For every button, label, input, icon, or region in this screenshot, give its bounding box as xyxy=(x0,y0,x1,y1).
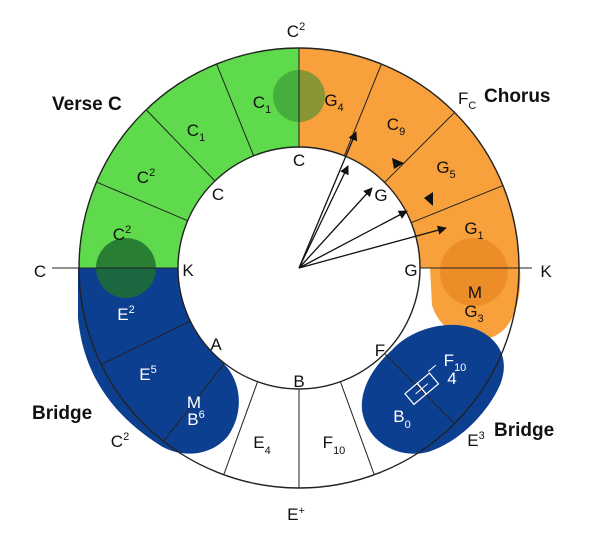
outer-label-bottom-right: E3 xyxy=(467,430,484,450)
chorus-prefix: FC xyxy=(458,89,476,112)
bridge-chord-3-mark: M xyxy=(187,393,201,412)
inner-label-top: C xyxy=(293,151,305,170)
arrow-tip-label: G xyxy=(374,186,387,205)
ring-spoke xyxy=(145,109,216,182)
arrow-icon xyxy=(298,187,373,269)
ring-spoke xyxy=(339,381,375,475)
ring-spoke xyxy=(101,320,191,365)
inner-label-left: K xyxy=(182,261,194,280)
lower-sector-3[interactable] xyxy=(299,381,375,488)
chorus-chord-3: G5 xyxy=(436,158,455,181)
inner-label-right: G xyxy=(404,261,417,280)
section-bridge-left-title: Bridge xyxy=(32,403,92,424)
verse-chord-3: C2 xyxy=(137,167,155,187)
triangle-marker-2 xyxy=(424,192,433,206)
ring-spoke xyxy=(384,112,455,183)
outer-label-bottom-left: C2 xyxy=(111,431,129,451)
section-chorus-title: Chorus xyxy=(484,86,551,107)
bridge-chord-2: E5 xyxy=(139,364,156,384)
section-bridge-right-title: Bridge xyxy=(494,420,554,441)
arrow-icon xyxy=(298,165,349,269)
verse-sector-2[interactable] xyxy=(146,64,254,181)
ring-spoke xyxy=(223,381,259,475)
verse-sector-1[interactable] xyxy=(216,48,299,156)
inner-label-lower-left: A xyxy=(210,335,222,354)
verse-chord-2: C1 xyxy=(187,121,205,144)
rhythm-pattern-icon xyxy=(404,364,440,406)
bridge-left-blob[interactable] xyxy=(78,268,239,454)
ring-spoke xyxy=(216,63,255,156)
triangle-marker-1 xyxy=(392,158,404,169)
ring-spoke xyxy=(384,353,455,424)
outer-label-top: C2 xyxy=(287,21,305,41)
lower-chord-1: E4 xyxy=(253,433,270,457)
lower-sector-2[interactable] xyxy=(223,381,299,488)
segment-labels: C1 C1 C2 C2 G4 C9 G5 G1 M G3 E2 E5 M B6 … xyxy=(113,91,484,457)
ring-outlines xyxy=(52,47,532,489)
verse-chord-4: C2 xyxy=(113,224,131,244)
inner-label-lower-right: F xyxy=(375,341,385,360)
verse-chord-1: C1 xyxy=(253,93,271,116)
outer-label-left: C xyxy=(34,262,46,281)
outer-label-bottom: E+ xyxy=(287,505,305,524)
bridge-chord-3: B6 xyxy=(187,409,204,429)
chorus-sector-1[interactable] xyxy=(299,48,382,156)
arrow-icon xyxy=(298,131,358,269)
chorus-chord-1: G4 xyxy=(324,91,343,114)
bridge-chord-1: E2 xyxy=(117,304,134,324)
inner-label-upper-left: C xyxy=(212,185,224,204)
bridge-right-chord-1: B0 xyxy=(393,407,410,431)
section-titles: Verse C FC Chorus Bridge Bridge xyxy=(32,86,554,441)
chorus-chord-4: G1 xyxy=(464,219,483,242)
chorus-sector-2[interactable] xyxy=(344,64,455,183)
right-overlap-node[interactable] xyxy=(440,238,508,306)
section-verse-title: Verse C xyxy=(52,94,122,115)
bridge-right-chord-2: F10 xyxy=(444,351,467,374)
center-arrows xyxy=(298,131,447,269)
verse-sector-3[interactable] xyxy=(96,109,215,221)
outer-label-right: K xyxy=(540,262,552,281)
arrow-icon xyxy=(298,225,447,269)
chorus-chord-2: C9 xyxy=(387,115,405,138)
inner-labels: C C K A B F G G xyxy=(182,151,417,391)
arrow-icon xyxy=(298,210,408,269)
chorus-chord-5-mark: M xyxy=(468,283,482,302)
chorus-chord-5: G3 xyxy=(464,302,483,325)
ring-spoke xyxy=(96,181,188,222)
triangle-markers xyxy=(392,158,433,206)
inner-label-bottom: B xyxy=(293,372,304,391)
ring-spoke xyxy=(411,185,504,224)
lower-chord-2: F10 xyxy=(323,433,346,457)
outer-labels: C2 C K E+ C2 E3 xyxy=(34,21,552,524)
chorus-sector-3[interactable] xyxy=(384,112,503,223)
bridge-right-chord-2-extra: 4 xyxy=(447,369,456,388)
ring-spoke xyxy=(163,363,225,442)
